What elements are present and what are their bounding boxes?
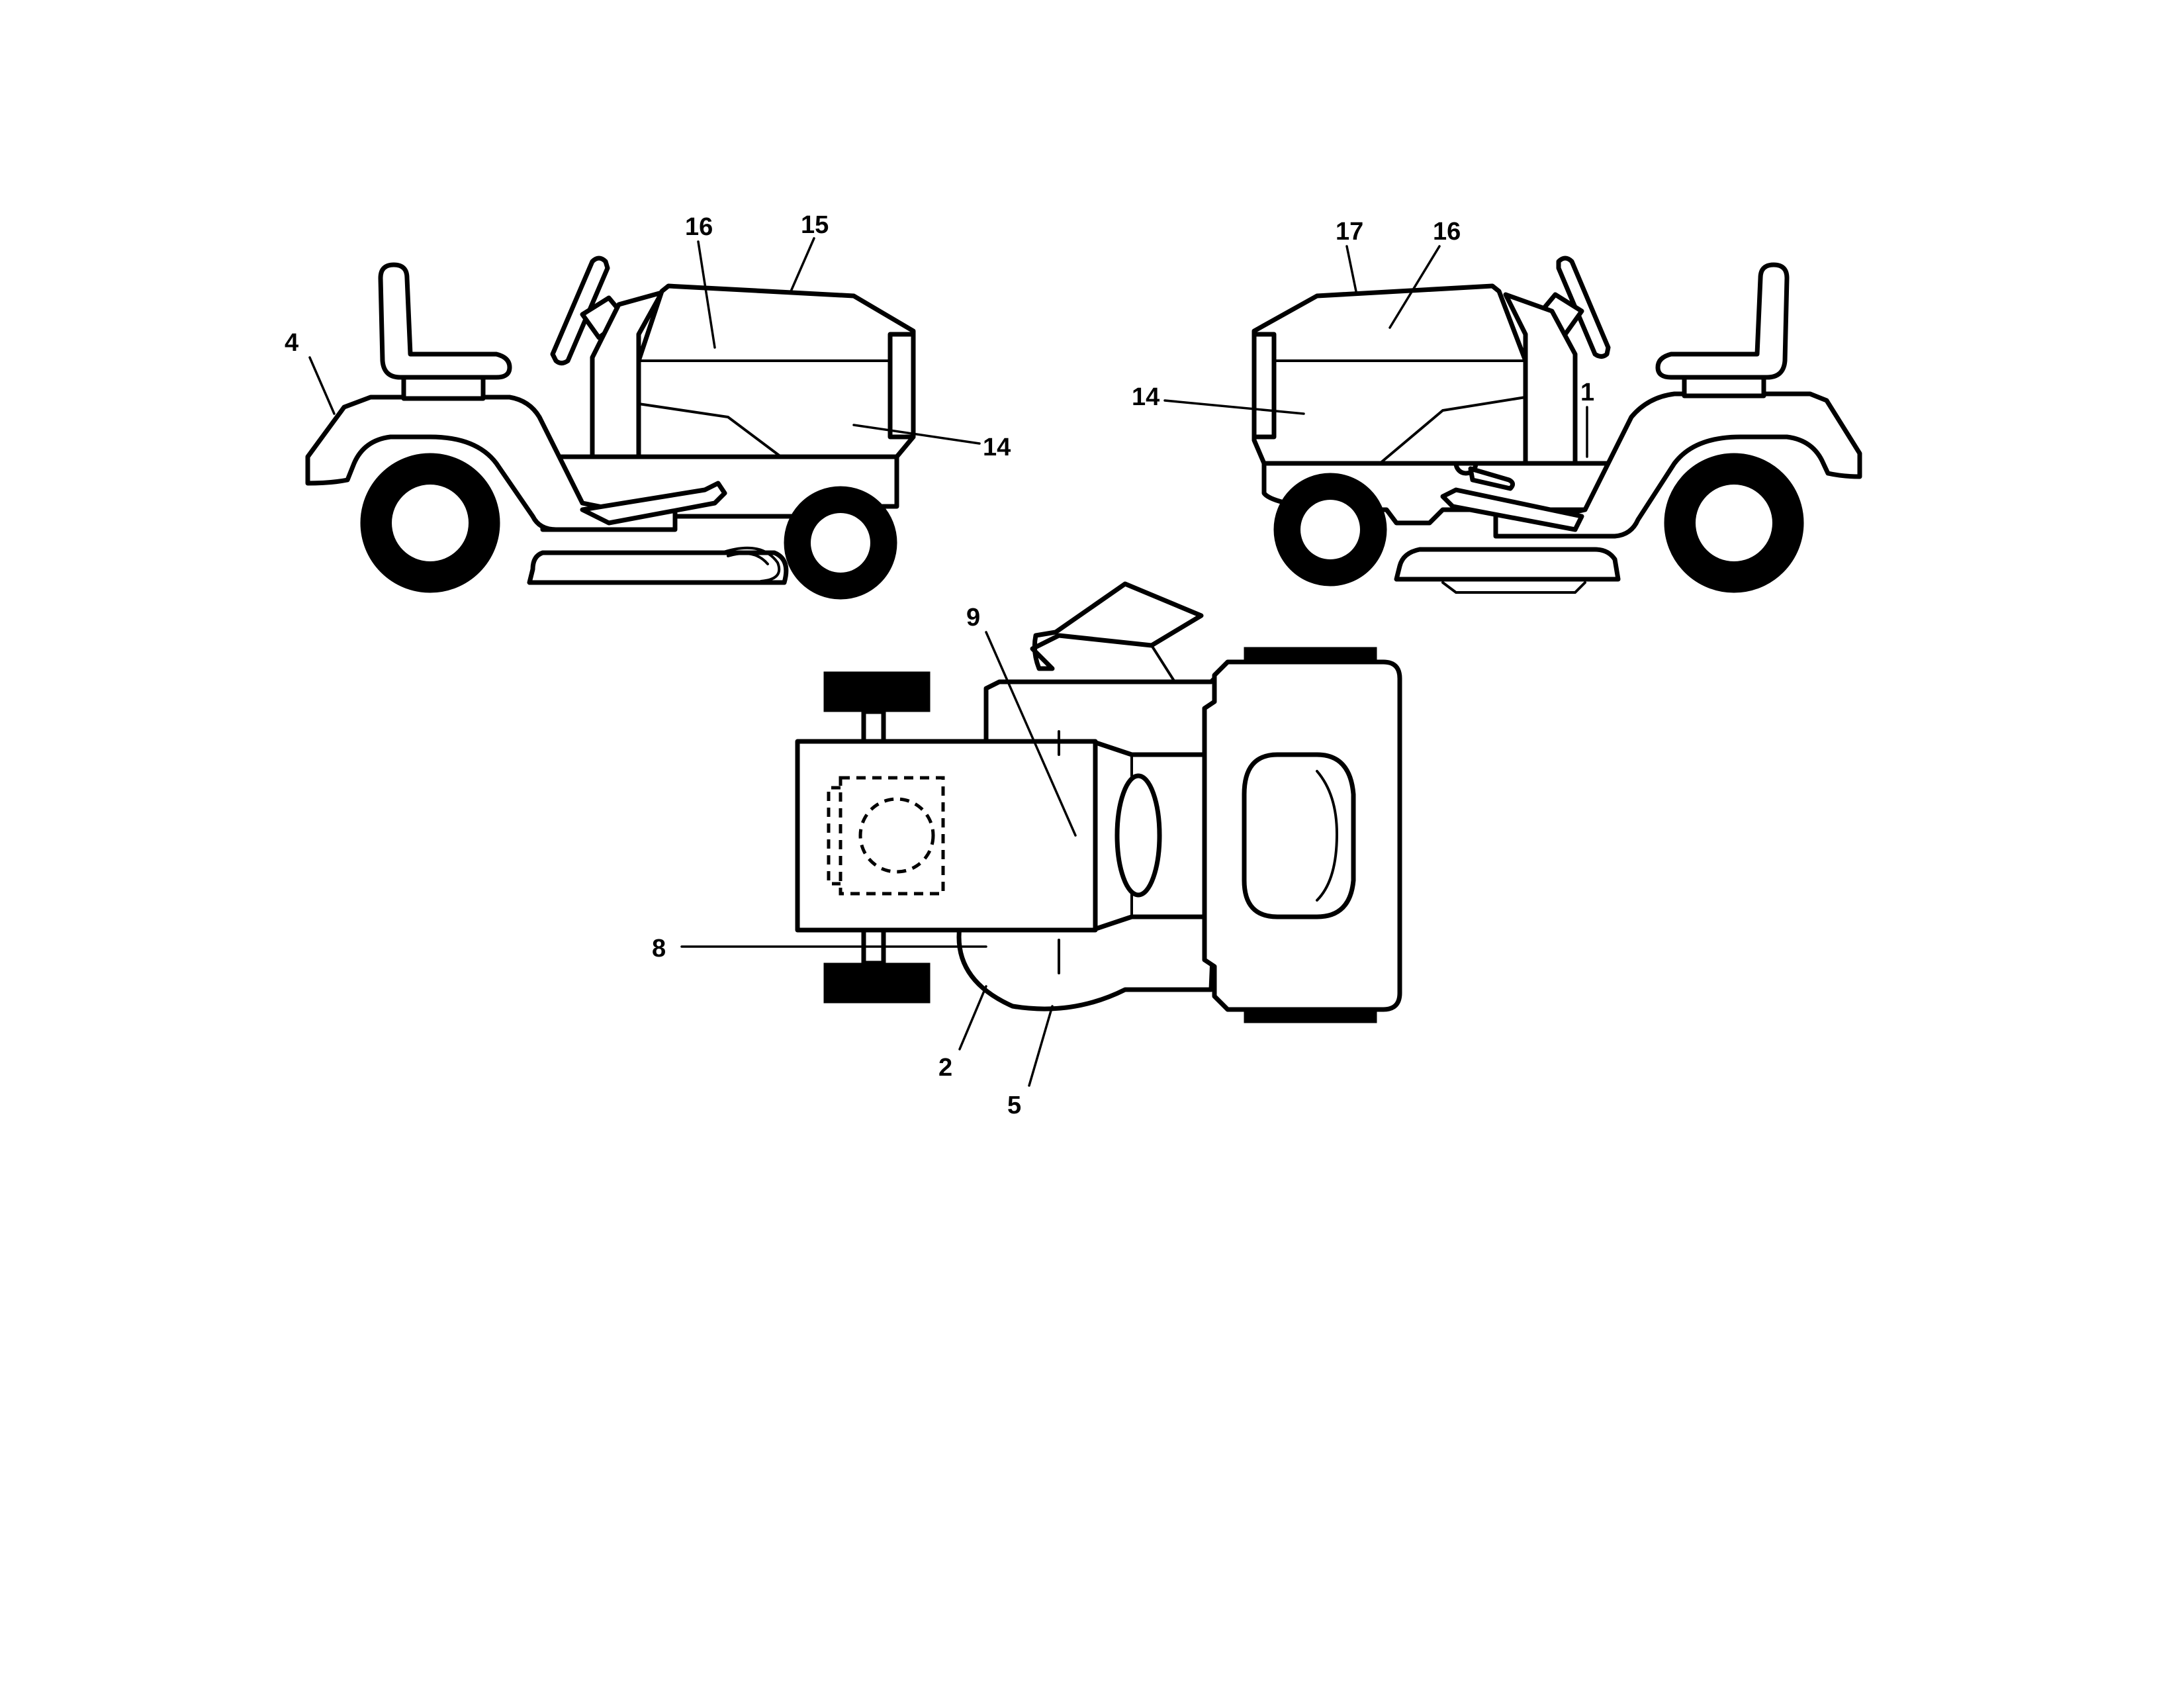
- callout-5: 5: [1007, 1092, 1021, 1119]
- deck-skirt-right: [1441, 581, 1586, 594]
- callout-1: 1: [1580, 379, 1594, 406]
- rear-wheel-plan-bottom: [1244, 1009, 1377, 1023]
- callout-15: 15: [801, 211, 829, 239]
- leader-9: [985, 631, 1077, 837]
- front-wheel-right-hub: [1300, 500, 1360, 559]
- callout-9: 9: [966, 604, 980, 632]
- right-side-view: 17 16 14 1: [1132, 218, 1862, 594]
- seat-post: [401, 375, 486, 401]
- rear-wheel-right-hub: [1696, 485, 1772, 561]
- callout-16-right: 16: [1433, 218, 1461, 246]
- callout-8: 8: [652, 935, 666, 962]
- callout-2: 2: [938, 1054, 952, 1082]
- leader-16-left: [697, 240, 716, 349]
- hood-vent: [637, 402, 782, 458]
- leader-17: [1345, 245, 1358, 296]
- leader-16-right: [1388, 245, 1441, 329]
- leader-4: [308, 356, 336, 415]
- front-wheel-plan-top: [823, 671, 931, 712]
- callout-17: 17: [1336, 218, 1363, 246]
- foot-rest-right: [1440, 487, 1584, 532]
- leader-14-left: [852, 424, 981, 445]
- hood-right: [1251, 283, 1528, 466]
- rear-wheel-hub: [392, 485, 469, 561]
- callout-16-left: 16: [685, 213, 713, 241]
- top-view: 9 8 2 5: [652, 581, 1402, 1119]
- seat-plan: [1242, 752, 1356, 919]
- callout-4: 4: [285, 329, 298, 357]
- discharge-chute-fold: [1150, 644, 1176, 683]
- rear-fender-right: [1493, 391, 1862, 539]
- mower-deck: [527, 550, 789, 585]
- dash-ellipse: [1115, 773, 1162, 898]
- left-side-view: 4 16 15 14: [285, 211, 1011, 600]
- grille-right: [1251, 332, 1277, 440]
- callout-14-left: 14: [983, 434, 1011, 461]
- leader-14-right: [1163, 399, 1305, 415]
- grille: [887, 332, 916, 440]
- front-wheel-hub: [811, 513, 870, 573]
- mower-deck-right: [1394, 547, 1621, 582]
- seat-post-right: [1682, 375, 1766, 399]
- front-wheel-plan-bottom: [823, 962, 931, 1004]
- steering-wheel-right: [1556, 256, 1611, 359]
- engine-outline-side: [827, 786, 841, 886]
- deck-chute: [720, 546, 781, 583]
- rear-fender: [305, 395, 678, 532]
- engine-flywheel-outline: [858, 797, 935, 874]
- callout-14-right: 14: [1132, 383, 1160, 411]
- leader-2: [958, 985, 987, 1051]
- front-axle-top: [861, 709, 886, 744]
- deck-chute-inner: [727, 552, 769, 565]
- seat-back: [378, 262, 512, 380]
- hood-plan: [795, 739, 1098, 933]
- engine-outline: [839, 776, 945, 896]
- hood-vent-right: [1379, 396, 1527, 465]
- hood: [636, 283, 916, 459]
- foot-rest: [580, 481, 727, 526]
- gear-lever: [1468, 466, 1515, 491]
- leader-15: [790, 237, 815, 293]
- discharge-chute: [1030, 581, 1204, 671]
- rear-wheel-plan-top: [1244, 647, 1377, 663]
- leader-5: [1028, 1005, 1054, 1087]
- steering-wheel: [550, 256, 610, 365]
- seat-edge-plan: [1316, 770, 1339, 902]
- seat-back-right: [1655, 262, 1790, 380]
